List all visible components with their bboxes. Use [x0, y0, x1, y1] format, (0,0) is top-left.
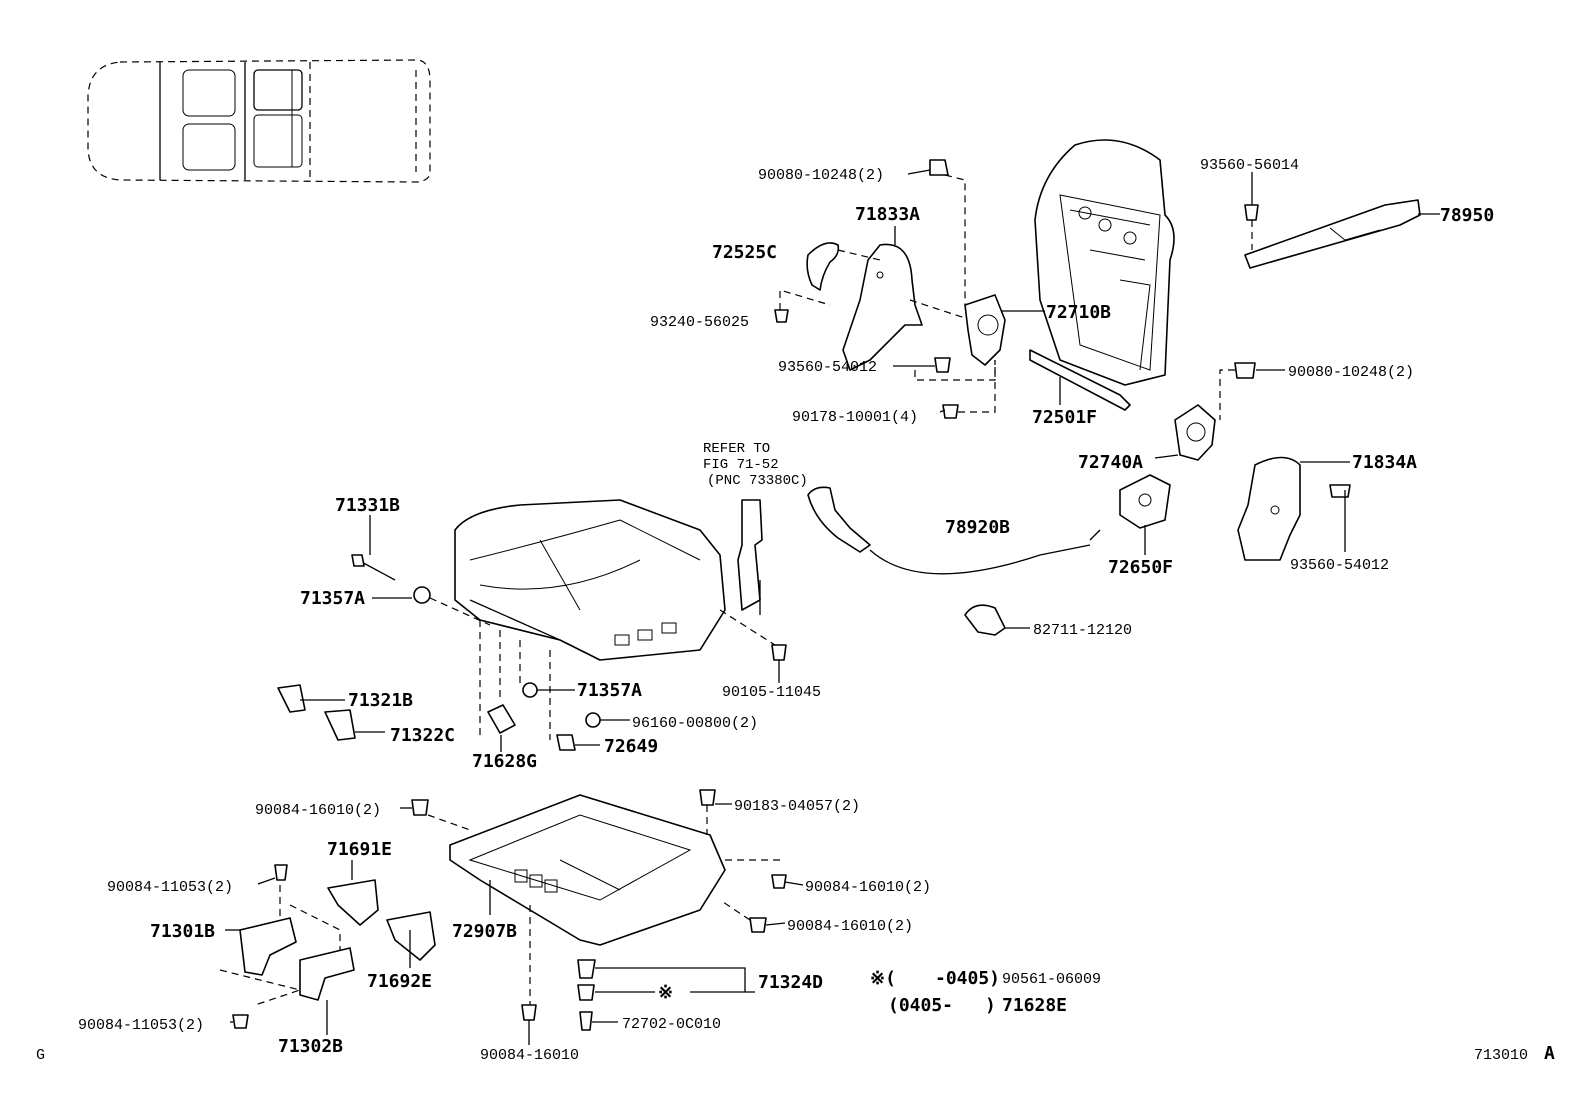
latch-72650F: [1119, 474, 1171, 529]
label-71628G: 71628G: [472, 751, 537, 772]
label-71301B: 71301B: [150, 921, 215, 942]
label-72649: 72649: [604, 736, 658, 757]
label-72710B: 72710B: [1046, 302, 1111, 323]
figure-number: 713010: [1474, 1047, 1528, 1064]
vehicle-locator: [87, 59, 431, 183]
bolt-71331B: [351, 554, 787, 728]
label-90084-16010-a: 90084-16010(2): [255, 802, 381, 819]
label-90084-16010-bottom: 90084-16010: [480, 1047, 579, 1064]
figure-suffix: A: [1544, 1043, 1555, 1064]
buckle-refer: [737, 499, 763, 611]
hinges-71301B-71302B: [239, 917, 355, 1001]
seat-pan-72907B: [449, 794, 726, 946]
recliner-cover-71833A: [842, 243, 923, 371]
label-93560-54012-right: 93560-54012: [1290, 557, 1389, 574]
label-93240-56025: 93240-56025: [650, 314, 749, 331]
label-93560-56014: 93560-56014: [1200, 157, 1299, 174]
cover-71834A: [1237, 456, 1301, 561]
label-90183-04057: 90183-04057(2): [734, 798, 860, 815]
range-a-open: ※(: [870, 968, 896, 989]
footer-left-code: G: [36, 1047, 45, 1064]
label-90080-10248-top: 90080-10248(2): [758, 167, 884, 184]
label-71331B: 71331B: [335, 495, 400, 516]
label-71357A-left: 71357A: [300, 588, 365, 609]
label-71833A: 71833A: [855, 204, 920, 225]
range-b-open: (0405-: [888, 995, 953, 1016]
label-78950: 78950: [1440, 205, 1494, 226]
refer-note-line2: FIG 71-52: [703, 457, 779, 473]
leader-lines: [219, 169, 1440, 1045]
label-90178-10001: 90178-10001(4): [792, 409, 918, 426]
spring-72649: [556, 734, 576, 751]
refer-note-line1: REFER TO: [703, 441, 770, 457]
label-78920B: 78920B: [945, 517, 1010, 538]
asterisk-mark: ※: [658, 982, 673, 1003]
label-72907B: 72907B: [452, 921, 517, 942]
label-82711-12120: 82711-12120: [1033, 622, 1132, 639]
pin-71628G: [487, 704, 516, 734]
label-90105-11045: 90105-11045: [722, 684, 821, 701]
label-90084-11053-top: 90084-11053(2): [107, 879, 233, 896]
bolts-top: [774, 159, 1351, 498]
label-90080-10248-right: 90080-10248(2): [1288, 364, 1414, 381]
label-72650F: 72650F: [1108, 557, 1173, 578]
label-71322C: 71322C: [390, 725, 455, 746]
covers-71691E-71692E: [327, 879, 436, 961]
cable-78920B: [807, 486, 1101, 575]
label-72525C: 72525C: [712, 242, 777, 263]
refer-note-line3: (PNC 73380C): [707, 473, 808, 489]
label-90561-06009: 90561-06009: [1002, 971, 1101, 988]
seat-cushion: [454, 499, 726, 661]
label-72501F: 72501F: [1032, 407, 1097, 428]
rail-78950: [1244, 199, 1421, 269]
recliner-72710B: [964, 294, 1006, 366]
recliner-72740A: [1174, 404, 1216, 461]
label-96160-00800: 96160-00800(2): [632, 715, 758, 732]
knob-72525C: [806, 242, 840, 291]
label-71628E: 71628E: [1002, 995, 1067, 1016]
label-90084-16010-b: 90084-16010(2): [805, 879, 931, 896]
label-71321B: 71321B: [348, 690, 413, 711]
label-90084-16010-c: 90084-16010(2): [787, 918, 913, 935]
label-71357A-mid: 71357A: [577, 680, 642, 701]
label-71302B: 71302B: [278, 1036, 343, 1057]
label-71691E: 71691E: [327, 839, 392, 860]
brackets-71321B-71322C: [277, 684, 356, 741]
small-parts-bottom: [232, 789, 787, 1031]
label-71834A: 71834A: [1352, 452, 1417, 473]
range-b-close: ): [985, 995, 996, 1016]
label-71324D: 71324D: [758, 972, 823, 993]
label-93560-54012-top: 93560-54012: [778, 359, 877, 376]
seat-back-frame: [1029, 139, 1175, 411]
range-a-value: -0405): [935, 968, 1000, 989]
part-labels: 90080-10248(2) 71833A 72525C 93240-56025…: [36, 157, 1555, 1064]
label-72702-0C010: 72702-0C010: [622, 1016, 721, 1033]
clip-82711: [964, 604, 1006, 636]
label-72740A: 72740A: [1078, 452, 1143, 473]
label-71692E: 71692E: [367, 971, 432, 992]
label-90084-11053-bottom: 90084-11053(2): [78, 1017, 204, 1034]
